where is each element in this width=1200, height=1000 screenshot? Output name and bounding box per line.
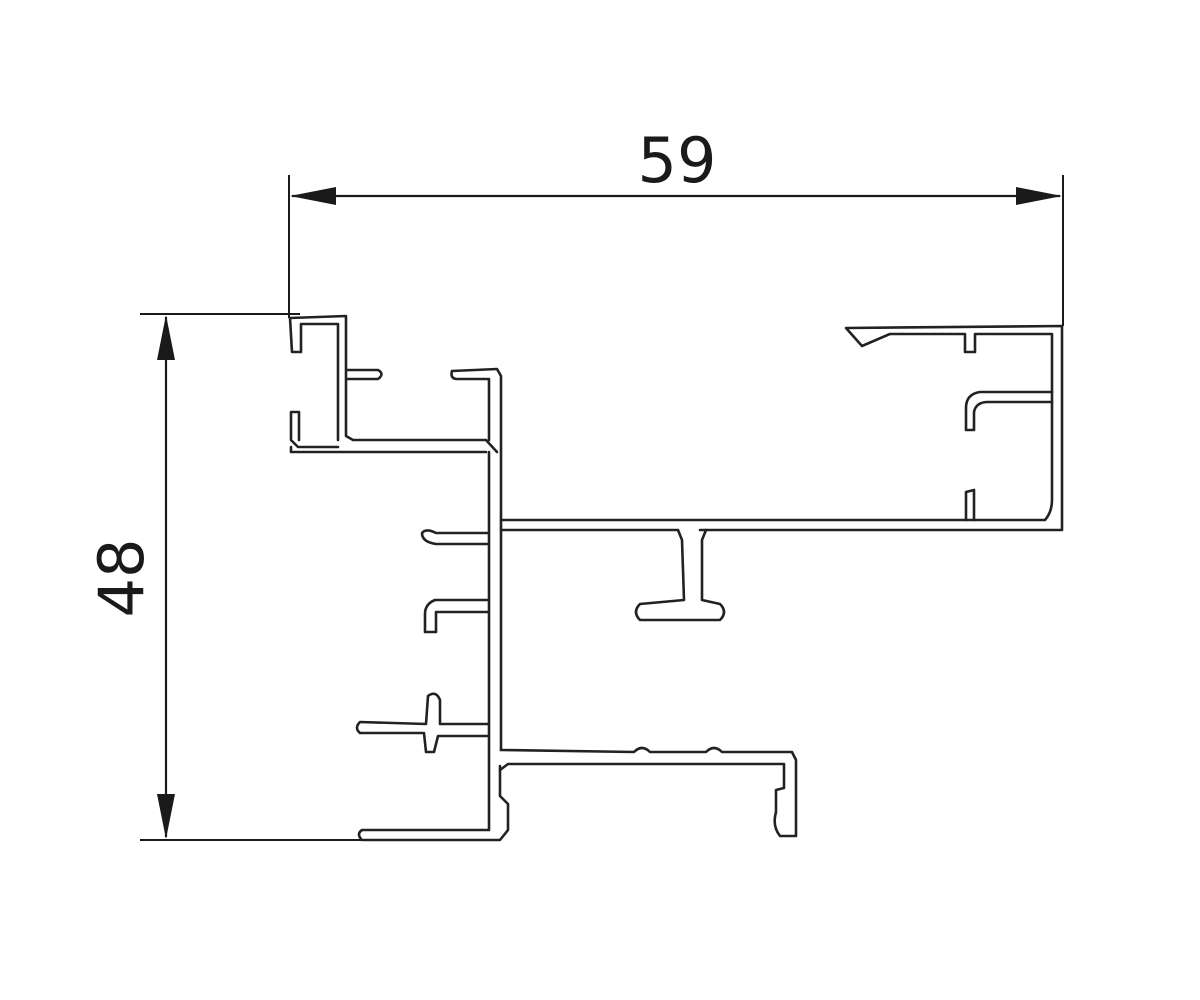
width-dimension: 59 [288,124,1064,326]
height-arrow-bottom [157,794,175,839]
main-web [357,450,510,842]
width-arrow-right [1016,187,1062,205]
upper-flange [450,367,503,522]
right-box-inner [964,390,1054,522]
bottom-channel [498,746,798,838]
top-left-channel [288,314,499,454]
left-hook [423,598,491,634]
height-dimension: 48 [85,313,365,841]
left-fin-upper [420,529,491,546]
middle-rib [499,324,1064,532]
height-arrow-top [157,315,175,360]
profile-section [288,314,1064,842]
width-arrow-left [290,187,336,205]
height-label: 48 [85,539,158,618]
top-left-channel-bottom [289,445,488,454]
left-cross-fin [355,692,491,754]
width-label: 59 [638,124,717,197]
i-beam-rib [499,528,726,622]
